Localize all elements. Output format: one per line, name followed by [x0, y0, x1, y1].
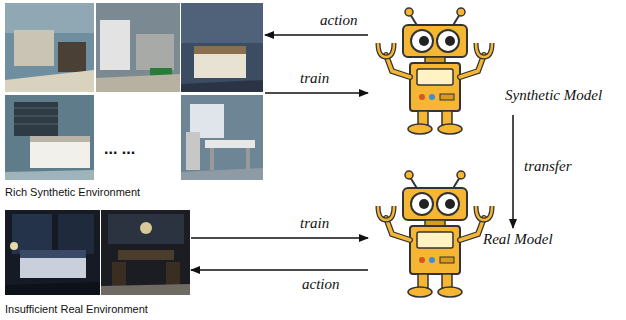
flow-arrow	[191, 237, 368, 239]
edge-label: action	[300, 276, 342, 293]
edge-label: transfer	[522, 158, 574, 175]
edge-label: train	[298, 70, 331, 87]
flow-arrow	[265, 34, 368, 36]
edge-label: action	[318, 12, 360, 29]
edge-label: train	[298, 215, 331, 232]
real-environment: Insufficient Real Environment	[5, 208, 191, 318]
flow-arrow	[191, 269, 368, 271]
flow-arrow	[512, 115, 514, 228]
real-model: Real Model	[368, 228, 578, 300]
model-name: Real Model	[483, 231, 553, 248]
ellipsis: ... ...	[104, 140, 135, 158]
caption: Insufficient Real Environment	[5, 303, 148, 315]
synthetic-model: Synthetic Model	[368, 3, 620, 115]
caption: Rich Synthetic Environment	[5, 186, 140, 198]
flow-arrow	[265, 92, 368, 94]
synthetic-environment: Rich Synthetic Environment	[5, 3, 265, 200]
model-name: Synthetic Model	[505, 87, 602, 104]
